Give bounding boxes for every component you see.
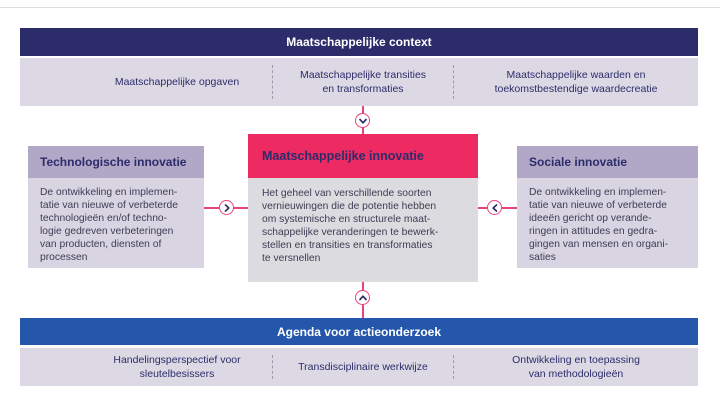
agenda-item-label: Ontwikkeling en toepassing van methodolo… — [512, 353, 640, 380]
chevron-left-icon — [491, 203, 497, 212]
box-technologische-innovatie: Technologische innovatie De ontwikkeling… — [28, 146, 204, 268]
box-body: De ontwikkeling en implemen- tatie van n… — [517, 178, 698, 268]
box-body: Het geheel van verschillende soorten ver… — [248, 178, 478, 282]
connector-circle-top — [355, 113, 370, 128]
agenda-item-transdisciplinair: Transdisciplinaire werkwijze — [273, 348, 453, 386]
context-item-label: Maatschappelijke waarden en toekomstbest… — [494, 68, 658, 95]
agenda-item-methodologieen: Ontwikkeling en toepassing van methodolo… — [454, 348, 698, 386]
chevron-down-icon — [358, 118, 367, 124]
dashed-divider — [453, 355, 454, 379]
box-title: Sociale innovatie — [517, 146, 698, 178]
chevron-up-icon — [358, 294, 367, 300]
context-item-transities: Maatschappelijke transities en transform… — [273, 58, 453, 106]
chevron-right-icon — [224, 203, 230, 212]
agenda-item-label: Handelingsperspectief voor sleutelbesiss… — [113, 353, 241, 380]
box-title: Maatschappelijke innovatie — [248, 134, 478, 178]
dashed-divider — [272, 65, 273, 99]
box-maatschappelijke-innovatie: Maatschappelijke innovatie Het geheel va… — [248, 134, 478, 282]
context-item-label: Maatschappelijke opgaven — [114, 75, 240, 88]
agenda-banner: Agenda voor actieonderzoek — [20, 318, 698, 345]
dashed-divider — [453, 65, 454, 99]
connector-circle-left — [219, 200, 234, 215]
context-banner-title: Maatschappelijke context — [286, 35, 432, 49]
context-item-waarden: Maatschappelijke waarden en toekomstbest… — [454, 58, 698, 106]
agenda-bar: Handelingsperspectief voor sleutelbesiss… — [20, 348, 698, 386]
connector-circle-bottom — [355, 290, 370, 305]
agenda-item-handelingsperspectief: Handelingsperspectief voor sleutelbesiss… — [20, 348, 272, 386]
context-bar: Maatschappelijke opgaven Maatschappelijk… — [20, 58, 698, 106]
context-item-label: Maatschappelijke transities en transform… — [299, 68, 427, 95]
connector-circle-right — [487, 200, 502, 215]
box-sociale-innovatie: Sociale innovatie De ontwikkeling en imp… — [517, 146, 698, 268]
agenda-item-label: Transdisciplinaire werkwijze — [298, 360, 428, 373]
box-title: Technologische innovatie — [28, 146, 204, 178]
agenda-banner-title: Agenda voor actieonderzoek — [276, 324, 442, 339]
context-item-opgaven: Maatschappelijke opgaven — [20, 58, 272, 106]
context-banner: Maatschappelijke context — [20, 28, 698, 56]
top-hairline — [0, 7, 720, 8]
dashed-divider — [272, 355, 273, 379]
box-body: De ontwikkeling en implemen- tatie van n… — [28, 178, 204, 268]
